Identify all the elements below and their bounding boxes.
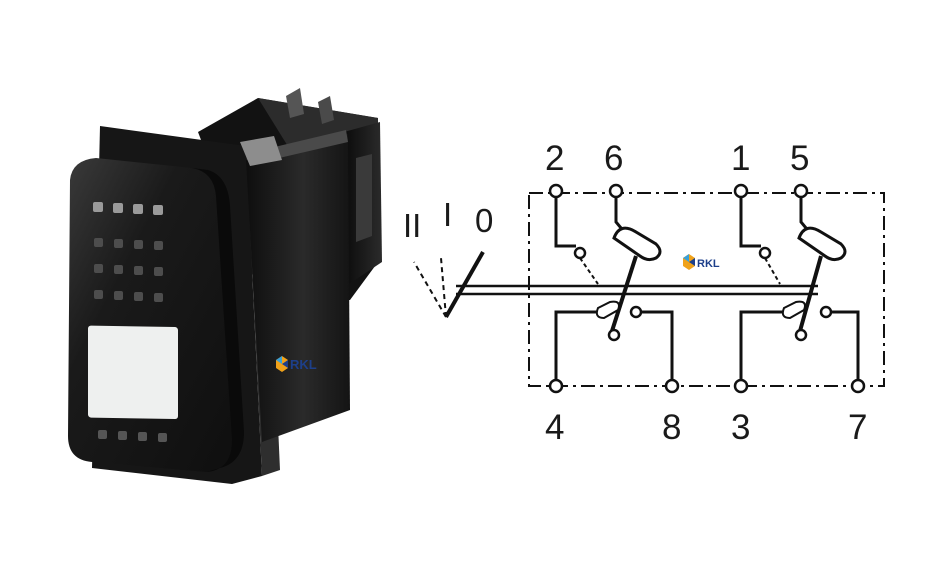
- position-label-0: 0: [475, 202, 493, 239]
- watermark-text-diagram: RKL: [697, 258, 720, 270]
- mechanical-linkage: [456, 284, 818, 296]
- terminal-label-1: 1: [731, 139, 750, 178]
- terminal-label-4: 4: [545, 408, 564, 447]
- rocker-switch-photo: [68, 88, 382, 484]
- switch-pole-right: [739, 197, 860, 382]
- terminal-label-3: 3: [731, 408, 750, 447]
- terminal-nodes: [548, 183, 866, 394]
- terminal-label-2: 2: [545, 139, 564, 178]
- switch-pole-left: [554, 197, 674, 382]
- position-pointer: [444, 251, 485, 318]
- circuit-diagram: [413, 183, 885, 394]
- enclosure-outline: [528, 192, 885, 387]
- position-label-II: II: [403, 207, 421, 244]
- terminal-label-8: 8: [662, 408, 681, 447]
- terminal-label-5: 5: [790, 139, 809, 178]
- position-label-I: I: [443, 196, 452, 233]
- watermark-logo-photo: RKL: [276, 356, 317, 372]
- legend-window: [88, 325, 178, 420]
- watermark-logo-diagram: RKL: [683, 254, 720, 270]
- terminal-labels: 2 6 1 5 4 8 3 7: [545, 139, 867, 447]
- position-labels: II I 0: [403, 196, 493, 244]
- terminal-label-6: 6: [604, 139, 623, 178]
- terminal-label-7: 7: [848, 408, 867, 447]
- watermark-text: RKL: [290, 357, 317, 372]
